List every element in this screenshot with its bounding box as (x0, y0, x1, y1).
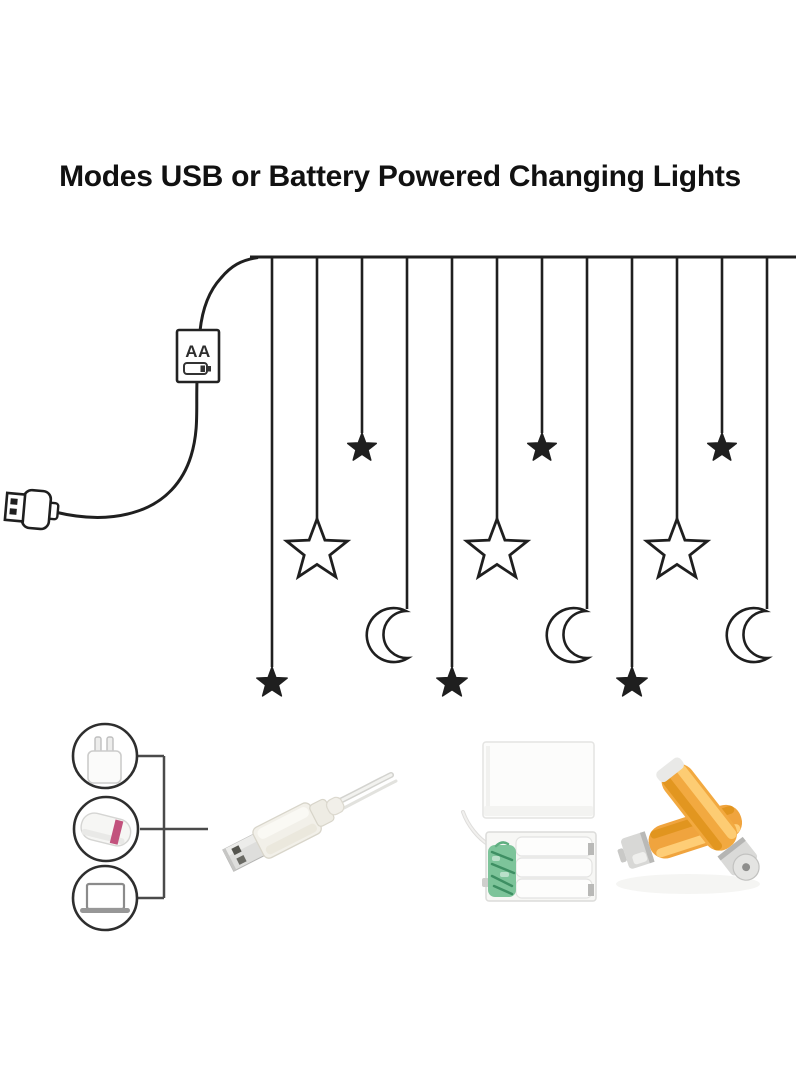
battery-box-photo (461, 741, 597, 902)
page-title: Modes USB or Battery Powered Changing Li… (59, 160, 741, 193)
green-wire-bundle (488, 841, 516, 897)
connector-lines (137, 754, 208, 900)
battery-box-lid (482, 741, 595, 819)
usb-connector-photo (222, 772, 398, 872)
moon-ornament (545, 606, 593, 664)
usb-plug-drawing (3, 488, 60, 531)
hanging-ornaments (256, 257, 773, 697)
filled-star-ornament (436, 666, 468, 697)
power-bank-icon (80, 812, 132, 847)
wire-curve-bottom (54, 380, 199, 519)
power-source-power-bank (72, 795, 140, 863)
power-source-options (71, 722, 208, 932)
moon-ornament (365, 606, 413, 664)
filled-star-ornament (616, 666, 648, 697)
laptop-icon (80, 882, 130, 913)
aa-battery-front (656, 757, 760, 881)
open-star-ornament (642, 515, 712, 581)
filled-star-ornament (706, 432, 738, 461)
filled-star-ornament (256, 666, 288, 697)
filled-star-ornament (346, 432, 378, 461)
moon-ornament (725, 606, 773, 664)
aa-batteries-photo (616, 757, 760, 894)
wire-curve-top (198, 256, 259, 332)
open-star-ornament (462, 515, 532, 581)
wall-charger-icon (87, 736, 122, 784)
open-star-ornament (282, 515, 352, 581)
power-source-usb-wall-adapter (71, 722, 139, 790)
battery-icon (183, 362, 211, 375)
controller-label: AA (185, 342, 211, 361)
aa-controller-box: AA (175, 328, 221, 384)
filled-star-ornament (526, 432, 558, 461)
power-source-laptop (71, 864, 139, 932)
string-lights-diagram: AA (3, 255, 796, 697)
